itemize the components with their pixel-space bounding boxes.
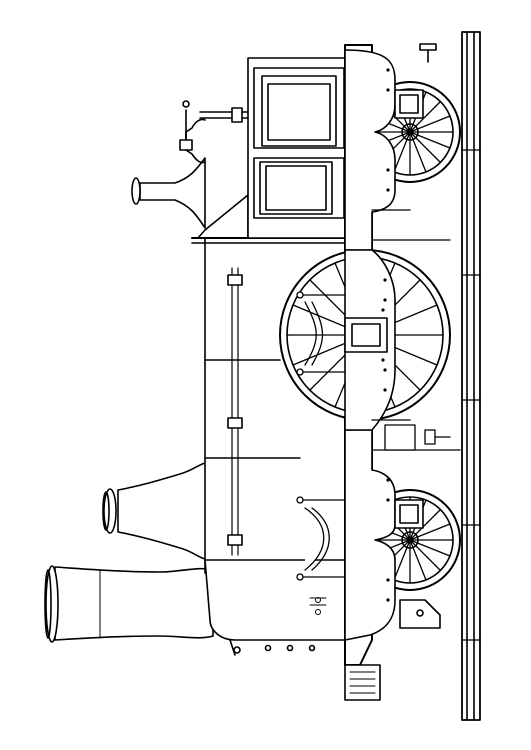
rails	[461, 31, 481, 721]
outside-frame	[344, 49, 424, 641]
cab	[191, 57, 349, 244]
steam-dome	[102, 461, 213, 561]
chimney	[44, 565, 214, 643]
safety-valve	[131, 100, 249, 229]
springs	[296, 209, 461, 581]
guard-iron	[399, 599, 441, 629]
